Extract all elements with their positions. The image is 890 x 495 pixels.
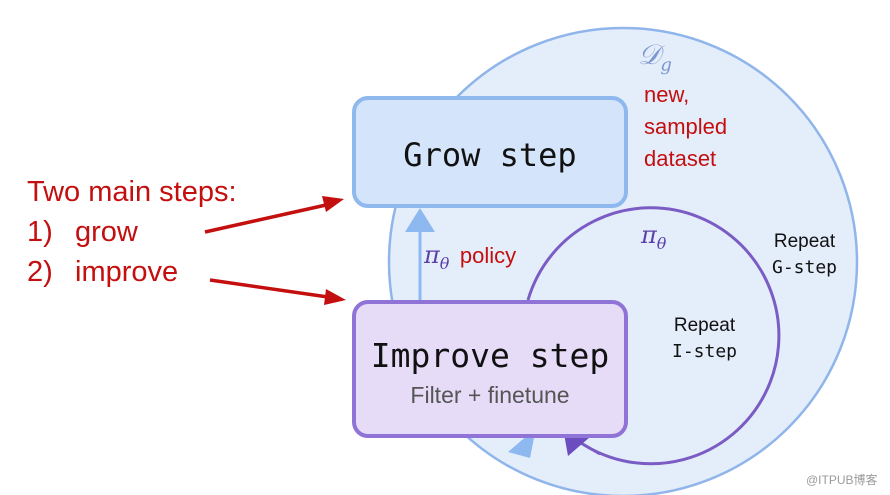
main-steps-item-text: improve	[75, 256, 179, 288]
grow-pointer-line	[204, 203, 327, 234]
policy-label: πθ policy	[424, 241, 516, 273]
grow-pointer-arrowhead	[322, 196, 344, 212]
inner-loop-repeat-label: Repeat I-step	[672, 313, 737, 365]
policy-text: policy	[459, 243, 517, 268]
dataset-label: new, sampled dataset	[644, 79, 727, 175]
dataset-symbol: 𝒟g	[638, 38, 672, 76]
improve-step-title: Improve step	[370, 336, 610, 375]
inner-loop-symbol-sub: θ	[656, 233, 667, 253]
policy-arrowhead	[405, 208, 435, 232]
dataset-label-line: sampled	[644, 114, 728, 139]
dataset-label-line: dataset	[644, 146, 717, 171]
outer-loop-step-name: G-step	[772, 257, 838, 278]
inner-loop-repeat-word: Repeat	[673, 315, 736, 336]
dataset-symbol-main: 𝒟	[638, 38, 661, 71]
improve-pointer-arrowhead	[324, 289, 346, 305]
dataset-symbol-sub: g	[660, 54, 672, 76]
inner-loop-step-name: I-step	[672, 341, 738, 362]
grow-step-box: Grow step	[352, 96, 628, 208]
main-steps-item-text: grow	[75, 216, 138, 248]
watermark: @ITPUB博客	[806, 473, 878, 487]
main-steps-item-number: 2)	[27, 256, 53, 288]
inner-improve-cycle	[526, 206, 781, 466]
inner-loop-symbol: πθ	[641, 221, 666, 253]
improve-pointer-line	[209, 278, 329, 299]
grow-step-title: Grow step	[403, 136, 577, 174]
inner-loop-symbol-main: π	[641, 221, 657, 249]
policy-symbol: πθ	[424, 241, 449, 273]
main-steps-heading: Two main steps:	[27, 176, 237, 208]
outer-loop-repeat-word: Repeat	[773, 231, 836, 252]
dataset-label-line: new,	[644, 82, 690, 107]
main-steps-item-number: 1)	[27, 216, 53, 248]
policy-symbol-main: π	[424, 241, 440, 269]
main-steps-list: Two main steps: 1) grow 2) improve	[27, 172, 237, 292]
outer-loop-repeat-label: Repeat G-step	[772, 229, 837, 281]
policy-symbol-sub: θ	[439, 253, 450, 273]
main-steps-item-grow: 1) grow	[27, 212, 237, 252]
improve-step-box: Improve step Filter + finetune	[352, 300, 628, 438]
main-steps-item-improve: 2) improve	[27, 252, 237, 292]
improve-step-subtitle: Filter + finetune	[410, 382, 570, 408]
